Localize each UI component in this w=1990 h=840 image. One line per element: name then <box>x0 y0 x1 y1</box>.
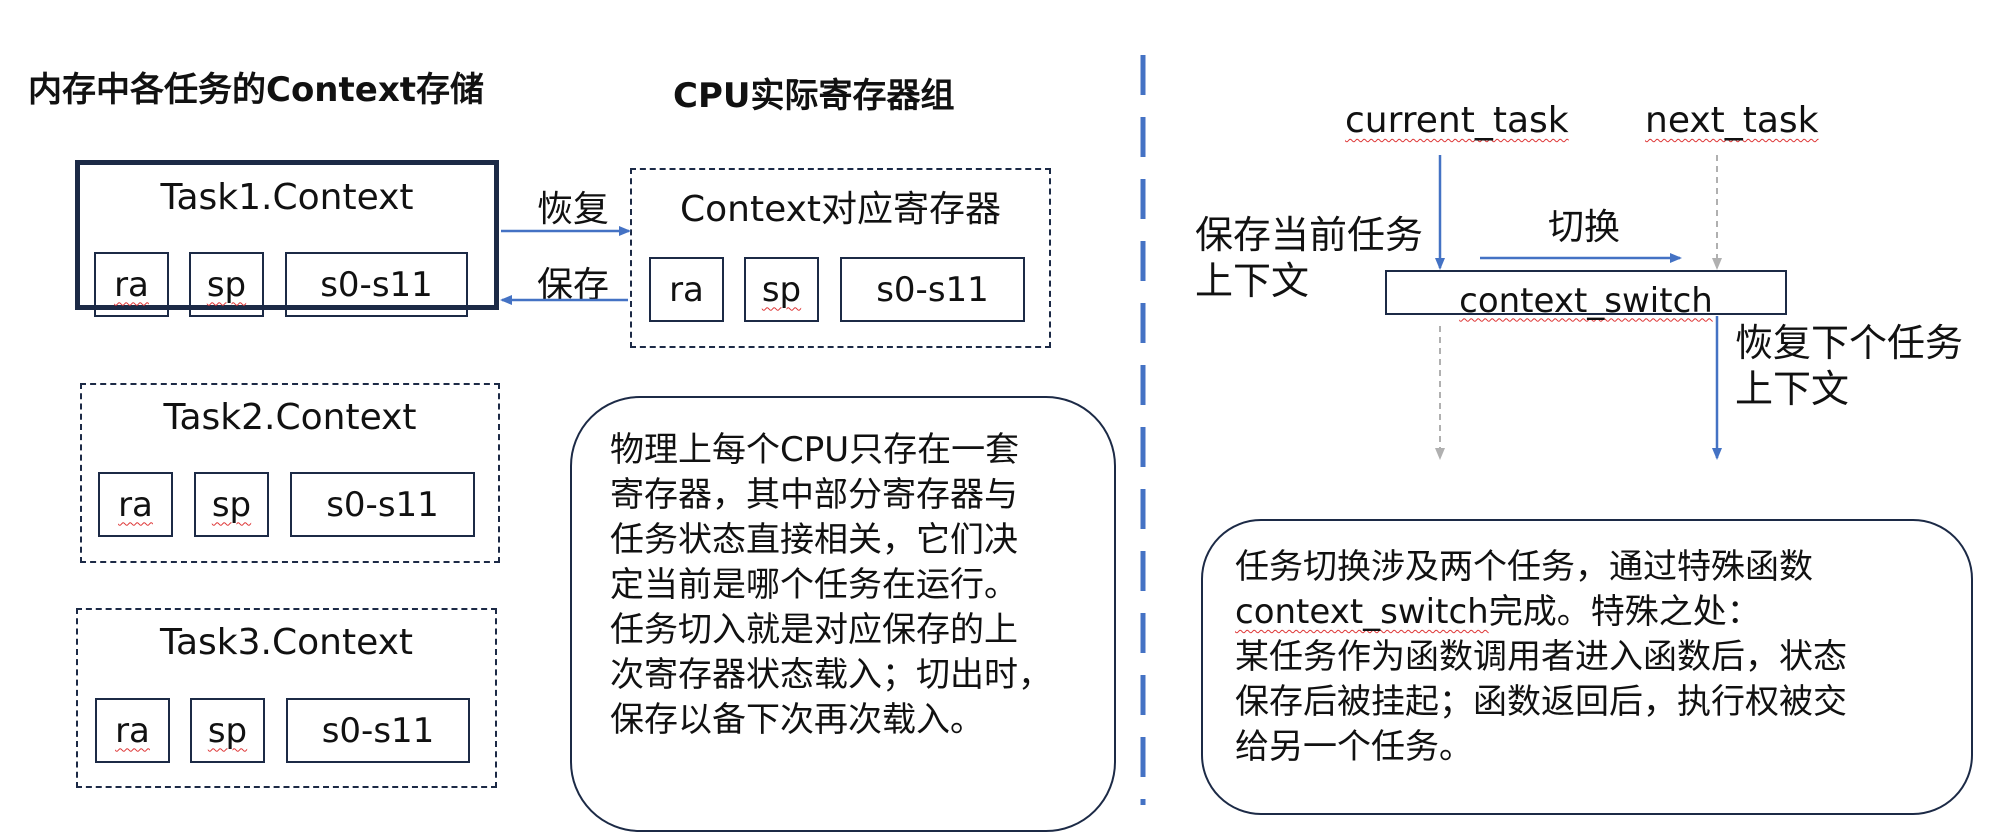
cpu-register-box: Context对应寄存器 ra sp s0-s11 <box>630 168 1051 348</box>
cpu-explanation-note: 物理上每个CPU只存在一套 寄存器，其中部分寄存器与 任务状态直接相关，它们决 … <box>570 396 1116 832</box>
task3-context-label: Task3.Context <box>159 622 414 663</box>
task1-context-box: Task1.Context ra sp s0-s11 <box>75 160 499 317</box>
note-line: 某任务作为函数调用者进入函数后，状态 <box>1235 637 1847 677</box>
task2-context-box: Task2.Context ra sp s0-s11 <box>80 383 500 563</box>
note-line: 保存后被挂起；函数返回后，执行权被交 <box>1235 682 1847 722</box>
task2-reg-s0-s11: s0-s11 <box>290 472 475 537</box>
save-current-context-label: 保存当前任务 上下文 <box>1195 213 1424 303</box>
context-switch-function-box: context_switch <box>1385 270 1787 321</box>
note-line: 任务切入就是对应保存的上 <box>610 610 1018 650</box>
note-line: 物理上每个CPU只存在一套 <box>610 430 1020 470</box>
restore-next-context-label: 恢复下个任务 上下文 <box>1735 321 1964 411</box>
note-line: 次寄存器状态载入；切出时， <box>610 655 1052 695</box>
task2-reg-sp: sp <box>194 472 269 537</box>
current-task-label: current_task <box>1345 100 1569 141</box>
note-line: 任务切换涉及两个任务，通过特殊函数 <box>1235 547 1813 587</box>
task1-reg-sp: sp <box>189 252 264 317</box>
note-line: context_switch完成。特殊之处： <box>1235 592 1761 632</box>
note-line: 寄存器，其中部分寄存器与 <box>610 475 1018 515</box>
restore-label: 恢复 <box>537 189 610 230</box>
task1-context-label: Task1.Context <box>160 177 414 218</box>
next-task-label: next_task <box>1645 100 1819 141</box>
task3-reg-sp: sp <box>190 698 265 763</box>
task1-reg-ra: ra <box>94 252 169 317</box>
task1-reg-s0-s11: s0-s11 <box>285 252 468 317</box>
cpu-reg-s0-s11: s0-s11 <box>840 257 1025 322</box>
task3-reg-ra: ra <box>95 698 170 763</box>
task3-context-box: Task3.Context ra sp s0-s11 <box>76 608 497 788</box>
task2-context-label: Task2.Context <box>163 397 417 438</box>
cpu-reg-sp: sp <box>744 257 819 322</box>
note-line: 任务状态直接相关，它们决 <box>610 520 1018 560</box>
memory-title: 内存中各任务的Context存储 <box>28 70 485 110</box>
note-line: 保存以备下次再次载入。 <box>610 700 984 740</box>
note-line: 给另一个任务。 <box>1235 727 1473 767</box>
cpu-context-label: Context对应寄存器 <box>679 189 1002 230</box>
task3-reg-s0-s11: s0-s11 <box>286 698 470 763</box>
switch-label: 切换 <box>1548 207 1621 248</box>
task2-reg-ra: ra <box>98 472 173 537</box>
cpu-reg-ra: ra <box>649 257 724 322</box>
note-line: 定当前是哪个任务在运行。 <box>610 565 1018 605</box>
cpu-title: CPU实际寄存器组 <box>673 76 955 116</box>
context-switch-explanation-note: 任务切换涉及两个任务，通过特殊函数 context_switch完成。特殊之处：… <box>1201 519 1973 815</box>
